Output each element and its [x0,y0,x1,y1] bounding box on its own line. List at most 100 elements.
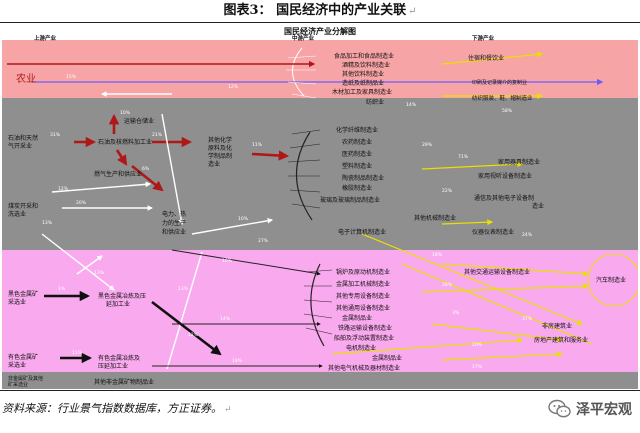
pct-label: 71% [458,154,469,160]
node-metal-4: 其他通用设备制造业 [336,304,390,312]
node-oil-gas-line2: 气开采业 [8,142,32,150]
node-other-chemical-line2: 原料及化 [208,144,232,152]
yellow-flows [331,51,593,361]
metal-arc [310,263,325,347]
midstream-label: 中游产业 [292,34,315,42]
node-electricity-line1: 电力、热 [162,210,186,218]
node-ferrous-mining-line1: 黑色金属矿 [8,290,38,298]
node-other-chemical-line4: 造业 [208,160,220,168]
node-coal-line1: 煤炭开采和 [8,202,38,210]
node-chem-6: 橡胶制造业 [342,184,372,192]
pct-label: 14% [220,316,231,322]
node-auto: 汽车制造业 [596,276,626,284]
pct-label: 10% [222,258,233,264]
pct-label: 20% [472,342,483,348]
pct-label: 12% [58,186,69,192]
downstream-label: 下游产业 [472,34,495,42]
upstream-consumer-band [2,40,638,98]
node-metal-products: 金属制品业 [372,354,402,362]
node-rail-1: 铁路运输设备制造业 [338,324,392,332]
source-note: 资料来源：行业景气指数数据库，方正证券。↵ [2,400,232,416]
node-nonferrous-smelting-line1: 有色金属冶炼及 [98,354,140,362]
node-telecom-line2: 造业 [532,202,544,210]
pct-label: 14% [406,102,417,108]
pct-label: 10% [238,216,249,222]
pct-label: 27% [258,238,269,244]
node-instrument: 仪器仪表制造业 [472,228,514,236]
node-other-chemical-line3: 学制品制 [208,152,232,160]
watermark-text: 泽平宏观 [576,402,632,418]
industry-diagram: 国民经济产业分解图 上游产业 中游产业 下游产业 [2,24,638,389]
node-agriculture: 农业 [16,72,36,85]
node-nonmetal-mining-line1: 非金属矿及其他 [8,375,43,382]
pct-label: 24% [522,232,533,238]
wechat-icon [548,399,571,418]
pct-label: 29% [422,142,433,148]
node-other-transport: 其他交通运输设备制造业 [464,268,530,276]
node-food-1: 食品加工和食品制造业 [334,52,394,60]
node-metal-3: 其他专用设备制造业 [336,292,390,300]
diagram-header-bar [2,24,638,40]
node-furniture: 家用器具制造业 [498,158,540,166]
dark-red-flows [74,113,290,192]
node-other-elec-equipment: 其他电气机械及器材制造业 [328,364,400,372]
node-other-chemical-line1: 其他化学 [208,136,232,144]
node-electricity-line3: 和供应业 [162,228,186,236]
node-transport: 运输仓储业 [124,117,154,125]
node-ferrous-smelting-line2: 延加工业 [106,300,130,308]
node-food-5: 木材加工及家具制造业 [332,88,392,96]
node-catering: 住宿和餐饮业 [468,54,504,62]
upstream-label: 上游产业 [34,34,57,42]
figure-caption: 图表3： 国民经济中的产业关联↵ [0,0,640,22]
node-real-estate: 房地产建筑和服务业 [534,336,588,344]
node-glass: 玻璃及玻璃制品制造业 [320,196,380,204]
pct-label: 11% [72,350,83,356]
pct-label: 31% [50,132,61,138]
food-fan-arrows [286,55,317,99]
black-flows [44,290,222,364]
figure-title: 图表3： 国民经济中的产业关联 [223,3,407,18]
arc-fan-arrows [287,129,333,335]
pct-label: 20% [76,200,87,206]
node-food-4: 造纸及纸制品业 [342,79,384,87]
heavy-industry-band [2,250,638,372]
node-apparel: 纺织服装、鞋、帽制造业 [472,94,533,102]
pct-label: 10% [120,110,131,116]
pct-label: 13% [94,270,105,276]
node-telecom-line1: 通信及其他电子设备制 [474,194,534,202]
pct-label: 22% [442,188,453,194]
node-nonferrous-mining-line1: 有色金属矿 [8,353,38,361]
return-mark: ↵ [224,405,232,415]
node-chem-5: 陶瓷制品制造业 [342,174,384,182]
node-home-audio: 家用视听设备制造业 [478,172,532,180]
pct-label: 1% [58,286,66,292]
node-ferrous-smelting-line1: 黑色金属冶炼及压 [98,292,146,300]
food-arc [292,47,305,97]
node-nonferrous-mining-line2: 采选业 [8,361,26,369]
white-flows [41,91,274,370]
node-nonmetal-mining-line2: 矿采选业 [8,381,28,388]
pct-label: 6% [142,166,150,172]
node-oil-gas-line1: 石油和天然 [8,134,38,142]
node-ferrous-mining-line2: 采选业 [8,298,26,306]
node-chem-4: 塑料制造业 [342,162,372,170]
bottom-rule [0,390,640,391]
node-nonferrous-smelting-line2: 压延加工业 [98,362,128,370]
node-chem-1: 化学纤维制造业 [336,126,378,134]
node-metal-5: 金属制品业 [342,314,372,322]
node-computer: 电子计算机制造业 [338,228,386,236]
footer: 资料来源：行业景气指数数据库，方正证券。↵ 泽平宏观 [2,392,638,428]
pct-label: 15% [66,74,77,80]
pct-label: 12% [188,332,199,338]
node-rail-3: 电机制造业 [346,344,376,352]
node-chem-2: 农药制造业 [342,138,372,146]
node-gas-production: 燃气生产和供应业 [94,170,142,178]
auto-hub-circle [587,253,638,307]
pct-label: 18% [432,252,443,258]
diagram-title: 国民经济产业分解图 [284,26,356,36]
node-nonresidential: 非房建筑业 [542,322,572,330]
node-food-6: 纺织业 [366,98,384,106]
node-electricity-line2: 力的生产 [162,219,186,227]
node-nonmetal-products: 其他非金属矿物制品业 [94,378,154,386]
pct-label: 11% [252,142,263,148]
